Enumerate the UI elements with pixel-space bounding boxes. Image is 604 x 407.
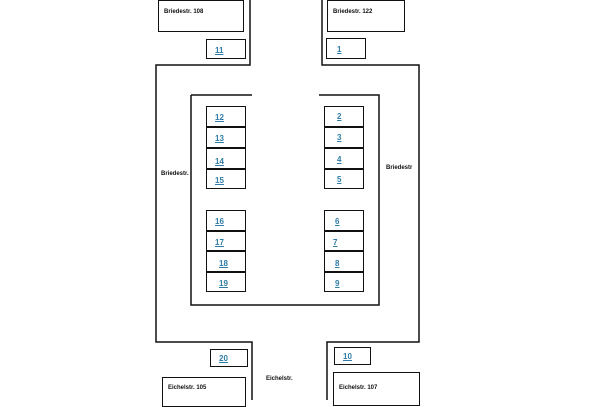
parking-space-link[interactable]: 16: [215, 217, 224, 226]
parking-space-19: 19: [206, 272, 246, 292]
parking-space-link[interactable]: 20: [219, 354, 228, 363]
building-eichelstr-107: Eichelstr. 107: [333, 372, 420, 406]
street-label-eichelstr: Eichelstr.: [266, 376, 293, 382]
building-label: Briedestr. 122: [333, 9, 373, 15]
parking-space-link[interactable]: 10: [343, 352, 352, 361]
parking-space-5: 5: [324, 169, 364, 189]
street-label-briedestr-right: Briedestr: [386, 165, 413, 171]
parking-space-2: 2: [324, 106, 364, 127]
parking-space-link[interactable]: 14: [215, 157, 224, 166]
parking-space-link[interactable]: 12: [215, 113, 224, 122]
building-briedestr-122: Briedestr. 122: [327, 0, 405, 32]
parking-space-20: 20: [210, 349, 248, 367]
parking-space-14: 14: [206, 148, 246, 169]
parking-space-11: 11: [206, 39, 246, 59]
parking-space-link[interactable]: 5: [337, 175, 342, 184]
parking-space-16: 16: [206, 210, 246, 231]
parking-space-link[interactable]: 4: [337, 155, 342, 164]
parking-space-15: 15: [206, 169, 246, 189]
parking-space-link[interactable]: 6: [335, 217, 340, 226]
building-label: Briedestr. 108: [164, 9, 204, 15]
parking-space-10: 10: [334, 347, 371, 365]
parking-space-link[interactable]: 15: [215, 176, 224, 185]
parking-space-link[interactable]: 2: [337, 112, 342, 121]
building-label: Eichelstr. 107: [339, 385, 378, 391]
parking-space-8: 8: [324, 251, 364, 272]
parking-space-link[interactable]: 9: [335, 279, 340, 288]
parking-space-6: 6: [324, 210, 364, 231]
parking-space-4: 4: [324, 148, 364, 169]
parking-space-12: 12: [206, 106, 246, 127]
parking-space-13: 13: [206, 127, 246, 148]
parking-space-link[interactable]: 8: [335, 259, 340, 268]
parking-space-link[interactable]: 13: [215, 134, 224, 143]
parking-space-link[interactable]: 17: [215, 238, 224, 247]
building-briedestr-108: Briedestr. 108: [158, 0, 244, 32]
street-label-briedestr-left: Briedestr.: [161, 171, 189, 177]
building-label: Eichelstr. 105: [168, 385, 207, 391]
parking-space-link[interactable]: 18: [219, 259, 228, 268]
parking-space-link[interactable]: 3: [337, 133, 342, 142]
parking-space-1: 1: [326, 38, 366, 59]
parking-space-18: 18: [206, 251, 246, 272]
parking-space-link[interactable]: 1: [337, 45, 342, 54]
parking-space-7: 7: [324, 231, 364, 251]
parking-space-link[interactable]: 11: [215, 46, 224, 55]
parking-space-link[interactable]: 7: [333, 238, 338, 247]
parking-space-3: 3: [324, 127, 364, 148]
parking-space-17: 17: [206, 231, 246, 251]
parking-space-link[interactable]: 19: [219, 279, 228, 288]
parking-space-9: 9: [324, 272, 364, 292]
building-eichelstr-105: Eichelstr. 105: [162, 377, 246, 407]
